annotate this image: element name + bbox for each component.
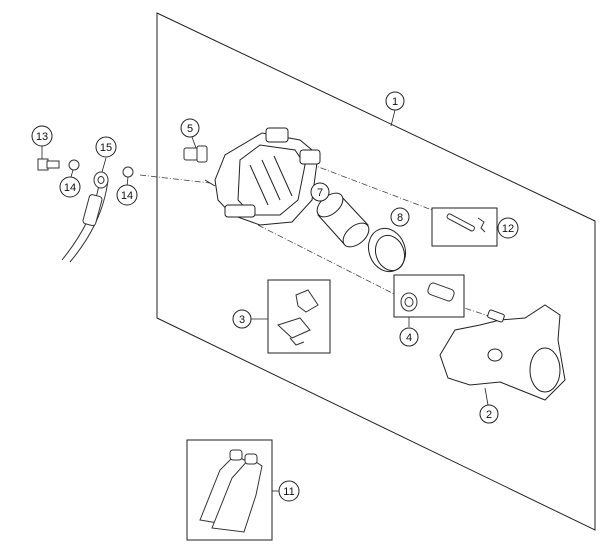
- callout-12: 12: [497, 217, 519, 239]
- bleeder-screw: [183, 145, 208, 163]
- callout-number: 7: [317, 187, 323, 199]
- callout-number: 2: [486, 409, 492, 421]
- callout-number: 13: [36, 131, 48, 143]
- callout-leaders: [41, 109, 498, 492]
- callout-14-left: 14: [59, 176, 81, 198]
- callout-number: 5: [187, 123, 193, 135]
- callout-number: 1: [392, 96, 398, 108]
- brake-pads: [199, 449, 263, 533]
- washer-left: [68, 159, 80, 171]
- callout-13: 13: [31, 125, 53, 147]
- banjo-bolt: [37, 158, 60, 171]
- callout-14-right: 14: [116, 184, 138, 206]
- callout-11: 11: [278, 480, 300, 502]
- callout-number: 4: [406, 332, 412, 344]
- callout-8: 8: [390, 207, 410, 227]
- brake-hose: [61, 171, 109, 263]
- callout-1: 1: [385, 91, 405, 111]
- callout-number: 14: [121, 190, 133, 202]
- guide-pin-parts: [400, 282, 455, 312]
- callout-5: 5: [180, 118, 200, 138]
- callout-3: 3: [232, 309, 252, 329]
- pin-kit-parts: [446, 213, 486, 233]
- seal-ring: [367, 227, 407, 273]
- callout-4: 4: [399, 327, 419, 347]
- callout-number: 3: [239, 314, 245, 326]
- callout-number: 12: [502, 223, 514, 235]
- callout-number: 14: [64, 182, 76, 194]
- callout-number: 8: [397, 212, 403, 224]
- callout-2: 2: [479, 404, 499, 424]
- callout-7: 7: [310, 182, 330, 202]
- pad-spring-parts: [277, 289, 319, 346]
- caliper-body: [204, 127, 321, 226]
- callout-number: 11: [283, 486, 294, 498]
- caliper-bracket: [439, 304, 566, 401]
- assembly-plane: [156, 12, 596, 531]
- callout-number: 15: [100, 142, 112, 154]
- callout-15: 15: [95, 136, 117, 158]
- washer-right: [122, 166, 134, 178]
